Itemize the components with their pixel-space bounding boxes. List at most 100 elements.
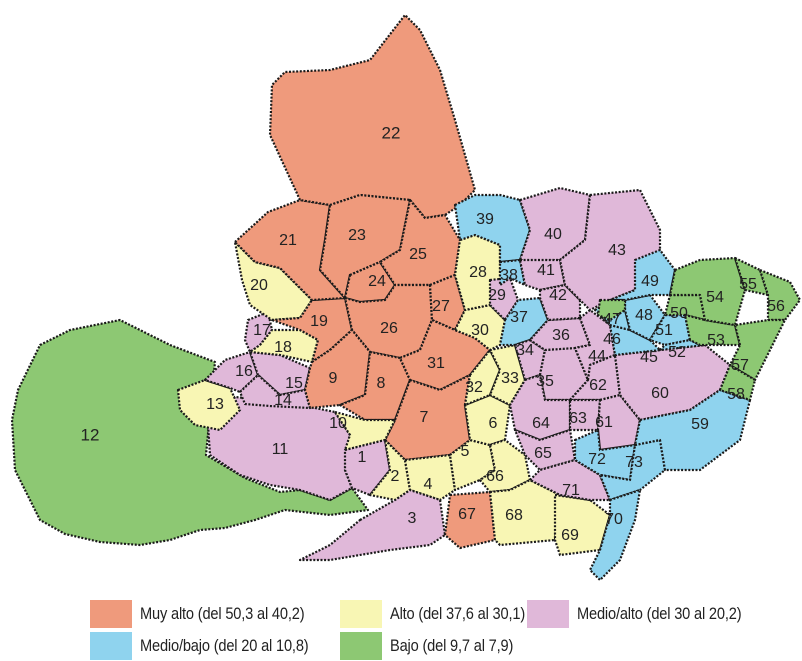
region-31	[398, 318, 492, 392]
region-25	[378, 198, 462, 287]
region-32	[463, 348, 502, 407]
label-49: 49	[641, 273, 659, 290]
region-66	[478, 438, 532, 494]
label-5: 5	[461, 443, 470, 460]
label-31: 31	[427, 355, 445, 372]
label-23: 23	[348, 227, 366, 244]
legend-swatch-alto	[340, 600, 382, 628]
label-40: 40	[544, 226, 562, 243]
region-38	[498, 258, 527, 287]
label-6: 6	[489, 415, 498, 432]
label-24: 24	[368, 273, 386, 290]
label-33: 33	[501, 370, 519, 387]
legend-label-alto: Alto (del 37,6 al 30,1)	[390, 604, 526, 623]
label-69: 69	[561, 527, 579, 544]
region-4	[403, 453, 457, 502]
label-26: 26	[380, 320, 398, 337]
label-67: 67	[458, 506, 476, 523]
label-16: 16	[235, 363, 253, 380]
choropleth-map: 1 2 3 4 5 6 7 8 9 10 11 12 13 14 15 16 1…	[10, 13, 802, 582]
label-66: 66	[486, 468, 504, 485]
legend-swatch-medio-bajo	[90, 632, 132, 660]
label-34: 34	[516, 342, 534, 359]
label-36: 36	[552, 327, 570, 344]
region-64	[508, 373, 572, 442]
region-55	[733, 256, 770, 297]
region-7	[383, 373, 472, 462]
label-22: 22	[382, 123, 401, 142]
label-14: 14	[274, 392, 292, 409]
legend-label-medio-bajo: Medio/bajo (del 20 al 10,8)	[140, 636, 309, 655]
label-30: 30	[471, 322, 489, 339]
label-54: 54	[706, 289, 724, 306]
label-71: 71	[562, 482, 580, 499]
region-16	[203, 350, 260, 394]
region-62	[568, 353, 622, 402]
region-65	[513, 428, 577, 472]
label-48: 48	[635, 307, 653, 324]
label-8: 8	[377, 375, 386, 392]
label-60: 60	[651, 385, 669, 402]
legend-swatch-medio-alto	[527, 600, 569, 628]
label-12: 12	[81, 425, 100, 444]
region-34	[513, 338, 547, 382]
region-71	[528, 458, 612, 502]
label-44: 44	[588, 348, 606, 365]
label-2: 2	[391, 468, 400, 485]
region-47	[596, 298, 627, 322]
label-57: 57	[731, 357, 749, 374]
legend-item-muy-alto: Muy alto (del 50,3 al 40,2)	[90, 599, 331, 629]
label-32: 32	[465, 379, 483, 396]
region-63	[568, 398, 602, 432]
region-9	[303, 328, 372, 410]
region-41	[518, 258, 567, 292]
legend-swatch-muy-alto	[90, 600, 132, 628]
region-14	[238, 373, 312, 410]
label-42: 42	[549, 287, 567, 304]
legend-label-bajo: Bajo (del 9,7 al 7,9)	[390, 636, 514, 655]
label-37: 37	[510, 309, 528, 326]
neighborhood-labels: 1 2 3 4 5 6 7 8 9 10 11 12 13 14 15 16 1…	[81, 123, 785, 544]
label-35: 35	[536, 373, 554, 390]
label-58: 58	[727, 386, 745, 403]
label-50: 50	[670, 305, 688, 322]
region-58	[718, 363, 757, 402]
region-26	[343, 283, 434, 360]
label-51: 51	[655, 322, 673, 339]
label-38: 38	[500, 267, 518, 284]
label-21: 21	[279, 232, 297, 249]
label-53: 53	[707, 332, 725, 349]
label-52: 52	[668, 344, 686, 361]
region-49	[608, 248, 677, 302]
map-legend: Muy alto (del 50,3 al 40,2) Alto (del 37…	[0, 590, 802, 661]
label-47: 47	[603, 311, 621, 328]
legend-item-medio-bajo: Medio/bajo (del 20 al 10,8)	[90, 631, 336, 661]
label-62: 62	[589, 377, 607, 394]
legend-swatch-bajo	[340, 632, 382, 660]
label-18: 18	[274, 339, 292, 356]
region-69	[553, 493, 612, 557]
label-27: 27	[432, 298, 450, 315]
label-68: 68	[505, 507, 523, 524]
label-17: 17	[253, 322, 271, 339]
region-70	[588, 488, 642, 582]
map-regions	[10, 13, 802, 582]
label-11: 11	[272, 441, 289, 458]
region-52	[658, 338, 707, 352]
region-59	[633, 388, 752, 472]
region-45	[608, 323, 662, 357]
label-70: 70	[605, 511, 623, 528]
label-41: 41	[537, 262, 555, 279]
label-13: 13	[206, 396, 224, 413]
label-28: 28	[469, 264, 487, 281]
label-55: 55	[739, 276, 757, 293]
label-46: 46	[603, 331, 621, 348]
region-67	[443, 490, 497, 550]
label-7: 7	[420, 409, 429, 426]
region-22	[268, 13, 477, 220]
region-40	[518, 186, 592, 264]
label-61: 61	[595, 414, 613, 431]
label-15: 15	[285, 375, 303, 392]
label-45: 45	[640, 349, 658, 366]
label-10: 10	[329, 415, 347, 432]
